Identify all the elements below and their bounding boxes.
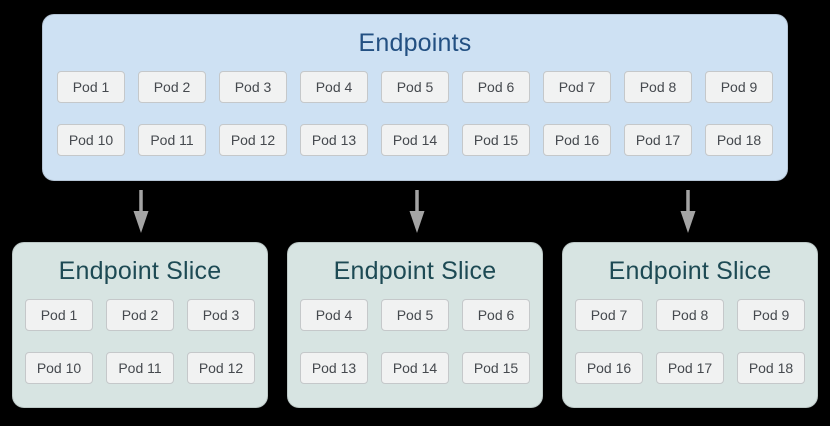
endpoint-slice-title: Endpoint Slice <box>333 257 497 285</box>
endpoints-title: Endpoints <box>358 29 472 57</box>
pod-box: Pod 8 <box>624 71 692 103</box>
endpoint-slice-title: Endpoint Slice <box>58 257 222 285</box>
slice-pod-grid: Pod 4 Pod 5 Pod 6 Pod 13 Pod 14 Pod 15 <box>300 299 530 384</box>
endpoint-slice-title: Endpoint Slice <box>608 257 772 285</box>
pod-box: Pod 14 <box>381 124 449 156</box>
pod-box: Pod 8 <box>656 299 724 331</box>
pod-box: Pod 16 <box>543 124 611 156</box>
pod-box: Pod 2 <box>106 299 174 331</box>
pod-box: Pod 10 <box>25 352 93 384</box>
pod-box: Pod 2 <box>138 71 206 103</box>
pod-box: Pod 16 <box>575 352 643 384</box>
pod-box: Pod 13 <box>300 124 368 156</box>
pod-box: Pod 15 <box>462 352 530 384</box>
pod-box: Pod 13 <box>300 352 368 384</box>
pod-box: Pod 12 <box>219 124 287 156</box>
pod-box: Pod 3 <box>187 299 255 331</box>
pod-box: Pod 1 <box>25 299 93 331</box>
pod-box: Pod 9 <box>737 299 805 331</box>
pod-box: Pod 3 <box>219 71 287 103</box>
pod-box: Pod 6 <box>462 71 530 103</box>
pod-box: Pod 17 <box>656 352 724 384</box>
endpoints-pod-grid: Pod 1 Pod 2 Pod 3 Pod 4 Pod 5 Pod 6 Pod 7 Pod 8… <box>57 71 773 156</box>
pod-box: Pod 6 <box>462 299 530 331</box>
pod-box: Pod 4 <box>300 299 368 331</box>
pod-box: Pod 11 <box>106 352 174 384</box>
pod-box: Pod 18 <box>705 124 773 156</box>
pod-box: Pod 1 <box>57 71 125 103</box>
pod-box: Pod 12 <box>187 352 255 384</box>
pod-box: Pod 14 <box>381 352 449 384</box>
pod-box: Pod 10 <box>57 124 125 156</box>
pod-box: Pod 7 <box>543 71 611 103</box>
slice-pod-grid: Pod 1 Pod 2 Pod 3 Pod 10 Pod 11 Pod 12 <box>25 299 255 384</box>
slice-pod-grid: Pod 7 Pod 8 Pod 9 Pod 16 Pod 17 Pod 18 <box>575 299 805 384</box>
arrow-down-icon <box>133 190 149 233</box>
pod-box: Pod 4 <box>300 71 368 103</box>
arrow-down-icon <box>409 190 425 233</box>
pod-box: Pod 17 <box>624 124 692 156</box>
pod-box: Pod 9 <box>705 71 773 103</box>
pod-box: Pod 11 <box>138 124 206 156</box>
pod-box: Pod 15 <box>462 124 530 156</box>
arrow-down-icon <box>680 190 696 233</box>
pod-box: Pod 7 <box>575 299 643 331</box>
pod-box: Pod 18 <box>737 352 805 384</box>
pod-box: Pod 5 <box>381 71 449 103</box>
pod-box: Pod 5 <box>381 299 449 331</box>
endpoints-box: Endpoints Pod 1 Pod 2 Pod 3 Pod 4 Pod 5 Pod 6… <box>42 14 788 181</box>
